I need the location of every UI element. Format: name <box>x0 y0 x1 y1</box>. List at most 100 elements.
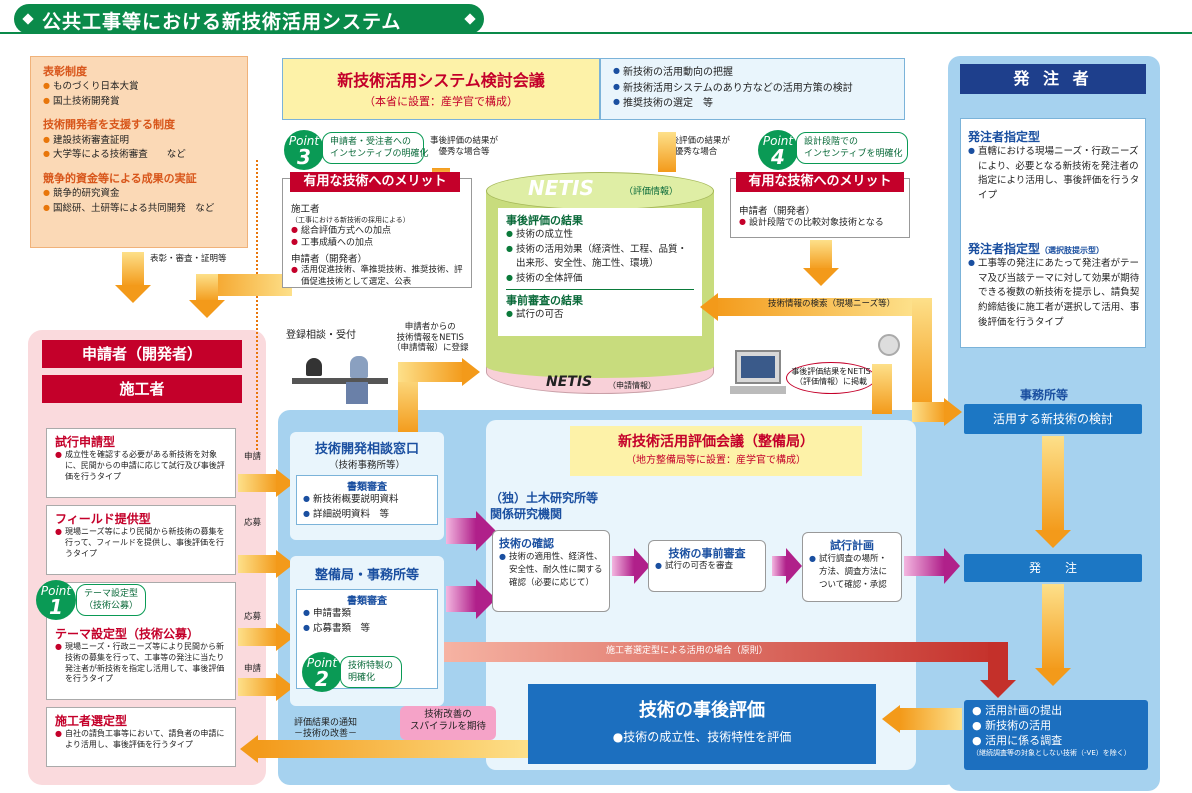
point-1-callout: テーマ設定型 （技術公募） <box>76 584 147 617</box>
support-title: 技術開発者を支援する制度 <box>43 118 175 132</box>
post-result-item: 技術の成立性 <box>506 228 694 243</box>
post-result-title: 事後評価の結果 <box>506 214 583 227</box>
seibi-title: 整備局・事務所等 <box>314 568 419 583</box>
point-2-callout: 技術特製の 明確化 <box>340 656 402 689</box>
purple-arrow <box>904 556 944 576</box>
pwri-title: （独）土木研究所等 関係研究機関 <box>490 491 599 522</box>
right-arrow-tip <box>462 358 480 386</box>
netis-title: NETIS <box>528 176 594 200</box>
type-desc: 現場ニーズ等により民間から新技術の募集を行って、フィールドを提供し、事後評価を行… <box>55 527 227 559</box>
label-contractor-case: 施工者選定型による活用の場合（原則） <box>606 646 768 656</box>
down-arrow <box>872 364 892 414</box>
merit-left-title: 有用な技術へのメリット <box>290 172 460 192</box>
merit-left-item: 工事成績への加点 <box>291 237 463 249</box>
contractor-case-arrow <box>444 642 1000 662</box>
type-desc: 成立性を確認する必要がある新技術を対象に、民間からの申請に応じて試行及び事後評価… <box>55 450 227 482</box>
seibi-doc-item: 申請書類 <box>303 607 431 622</box>
down-arrow <box>810 240 832 270</box>
netis-cylinder-top <box>486 172 714 210</box>
pre-result-title: 事前審査の結果 <box>506 293 583 307</box>
post-eval-box: 技術の事後評価 ●技術の成立性、技術特性を評価 <box>528 684 876 764</box>
merit-left-sub2: 申請者（開発者） <box>291 254 368 266</box>
seibi-doc-item: 応募書類 等 <box>303 622 431 637</box>
award-item: 国土技術開発賞 <box>43 95 235 110</box>
netis-title-sub: （評価情報） <box>624 187 679 197</box>
constructor-header: 施工者 <box>42 375 242 403</box>
order-box: 発 注 <box>964 554 1142 582</box>
orderer-type-2-sub: （選択肢提示型） <box>1040 246 1105 255</box>
label-spiral: 技術改善の スパイラルを期待 <box>400 706 496 740</box>
purple-arrow-tip <box>786 548 802 584</box>
down-arrow <box>658 132 676 172</box>
prereview-box: 技術の事前審査 試行の可否を審査 <box>648 540 766 592</box>
down-arrow <box>1042 584 1064 670</box>
label-shinsei: 申請 <box>244 452 262 462</box>
seibi-doc-title: 書類審査 <box>347 596 387 607</box>
cd-icon <box>878 334 900 356</box>
merit-left-note: （工事における新技術の採用による） <box>291 216 410 224</box>
post-result-item: 技術の全体評価 <box>506 272 694 287</box>
left-arrow-tip <box>700 293 718 321</box>
right-arrow-tip <box>276 469 294 497</box>
down-arrow-tip <box>803 268 839 286</box>
contractor-case-arrow-tip <box>980 680 1016 698</box>
right-arrow <box>398 362 464 382</box>
prereview-title: 技術の事前審査 <box>668 547 746 560</box>
merit-left-item: 活用促進技術、準推奨技術、推奨技術、評価促進技術として選定、公表 <box>291 265 463 288</box>
down-arrow <box>912 298 932 408</box>
orderer-type-2-item: 工事等の発注にあたって発注者がテーマ及び当該テーマに対して効果が期待できる複数の… <box>968 257 1144 331</box>
orderer-type-1: 発注者指定型 直轄における現場ニーズ・行政ニーズにより、必要となる新技術を発注者… <box>968 128 1140 204</box>
label-publish: 事後評価結果をNETIS （評価情報）に掲載 <box>786 362 876 394</box>
committee-item: 新技術の活用動向の把握 <box>613 65 892 81</box>
prereview-item: 試行の可否を審査 <box>655 561 759 572</box>
type-title: 施工者選定型 <box>55 714 128 728</box>
type-title: テーマ設定型（技術公募） <box>55 627 200 641</box>
netis-base-sub: （申請情報） <box>608 381 656 390</box>
post-eval-item: ●技術の成立性、技術特性を評価 <box>612 730 792 744</box>
final-note: （継続調査等の対象としない技術（-VE）を除く） <box>972 748 1131 757</box>
committee-item: 新技術活用システムのあり方などの活用方策の検討 <box>613 81 892 97</box>
label-register: 登録相談・受付 <box>286 330 356 341</box>
committee-item: 推奨技術の選定 等 <box>613 96 892 112</box>
consult-title: 技術開発相談窓口 <box>314 442 419 457</box>
trialplan-title: 試行計画 <box>830 539 874 552</box>
right-arrow <box>238 628 278 646</box>
support-item: 大学等による技術審査 など <box>43 148 235 163</box>
merit-right-item: 設計段階での比較対象技術となる <box>739 217 901 229</box>
label-search: 技術情報の検索（現場ニーズ等） <box>768 299 896 309</box>
confirm-box: 技術の確認 技術の適用性、経済性、安全性、耐久性に関する確認（必要に応じて） <box>492 530 610 612</box>
purple-arrow-tip <box>476 511 496 551</box>
point-3-callout: 申請者・受注者への インセンティブの明確化 <box>322 132 428 165</box>
support-item: 建設技術審査証明 <box>43 134 235 149</box>
trialplan-item: 試行調査の場所・方法、調査方法について確認・承認 <box>809 553 895 591</box>
keyboard-icon <box>730 386 786 394</box>
right-arrow <box>912 402 946 422</box>
award-title: 表彰制度 <box>43 65 87 78</box>
meeting-illustration <box>286 352 396 407</box>
field-provision-type: フィールド提供型 現場ニーズ等により民間から新技術の募集を行って、フィールドを提… <box>46 505 236 575</box>
merit-right-sub1: 申請者（開発者） <box>739 206 816 217</box>
down-arrow-tip <box>1035 668 1071 686</box>
left-arrow <box>258 740 528 758</box>
consult-doc-title: 書類審査 <box>347 482 387 493</box>
left-arrow <box>900 708 962 730</box>
purple-arrow <box>612 556 634 576</box>
applicant-header: 申請者（開発者） <box>42 340 242 368</box>
down-arrow-tip <box>1035 530 1071 548</box>
committee-title: 新技術活用システム検討会議 <box>337 71 545 90</box>
final-item: ● 新技術の活用 <box>972 718 1052 732</box>
committee-items: 新技術の活用動向の把握 新技術活用システムのあり方などの活用方策の検討 推奨技術… <box>600 58 905 120</box>
type-desc: 現場ニーズ・行政ニーズ等により民間から新技術の募集を行って、工事等の発注に当たり… <box>55 642 227 685</box>
down-arrow <box>196 274 218 302</box>
funding-item: 国総研、土研等による共同開発 など <box>43 202 235 217</box>
header-rule <box>0 32 1192 34</box>
orderer-type-2: 発注者指定型（選択肢提示型） 工事等の発注にあたって発注者がテーマ及び当該テーマ… <box>968 238 1144 331</box>
left-arrow-tip <box>882 705 900 733</box>
merit-left-item: 総合評価方式への加点 <box>291 225 463 237</box>
note-right-top: 事後評価の結果が 優秀な場合 <box>662 136 731 157</box>
merit-right-title: 有用な技術へのメリット <box>736 172 904 192</box>
contractor-selection-type: 施工者選定型 自社の請負工事等において、請負者の申請により活用し、事後評価を行う… <box>46 707 236 767</box>
point-4-callout: 設計段階での インセンティブを明確化 <box>796 132 908 165</box>
